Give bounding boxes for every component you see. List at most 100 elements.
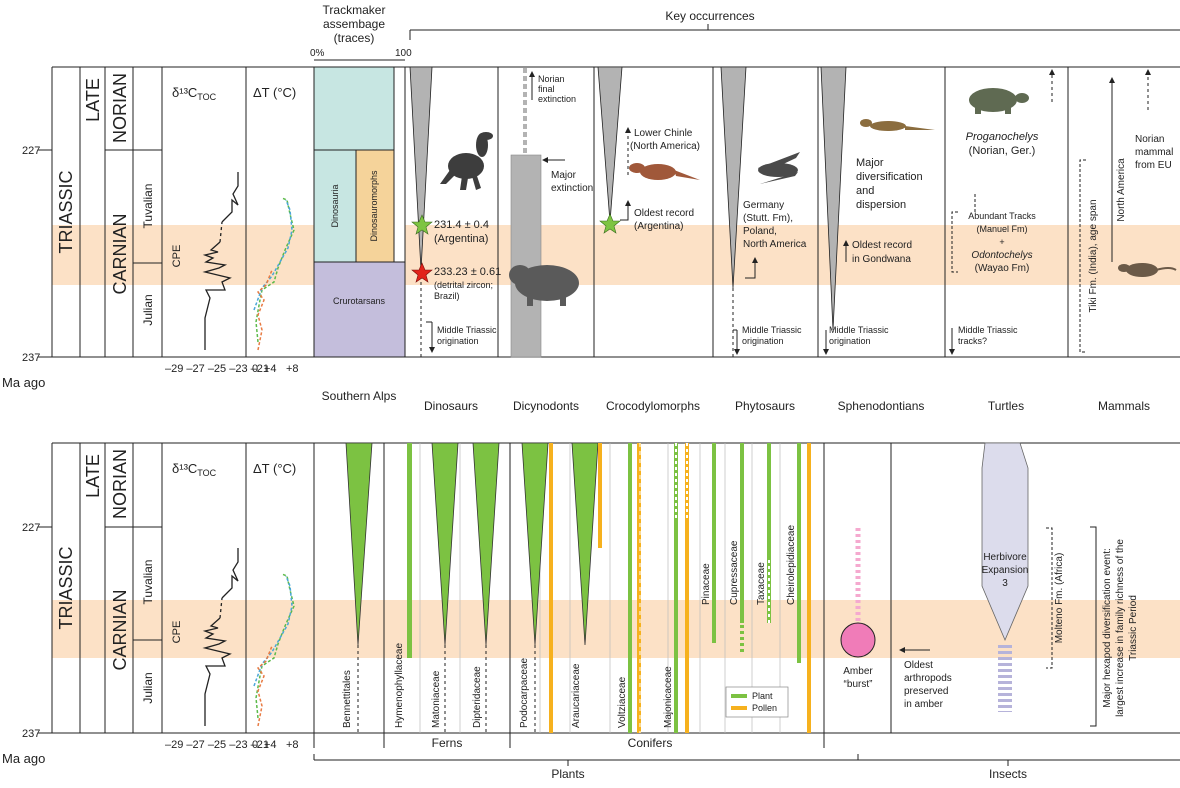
spheno-l4: dispersion: [856, 199, 906, 211]
dicy-maj-b: extinction: [551, 183, 593, 194]
legend-plant: Plant: [752, 691, 773, 701]
croc-chinle-a: Lower Chinle: [634, 128, 693, 139]
top-panel: 227 237 Ma ago TRIASSIC LATE NORIAN CARN…: [2, 3, 1180, 413]
crurotarsans-label: Crurotarsans: [333, 296, 386, 306]
col-dinosaurs: Dinosaurs: [424, 399, 478, 413]
spheno-old-b: in Gondwana: [852, 254, 911, 265]
phyto-orig-b: origination: [742, 336, 784, 346]
label-hymenophyllaceae: Hymenophyllaceae: [394, 643, 405, 728]
series-label-top: LATE: [83, 78, 103, 122]
col-turtles: Turtles: [988, 399, 1024, 413]
turtle-illustration: [969, 88, 1029, 114]
substage-tuvalian-top: Tuvalian: [141, 184, 155, 229]
dt-tick-8-bottom: +8: [286, 739, 299, 751]
dt-label-top: ΔT (°C): [253, 85, 296, 100]
substage-julian-top: Julian: [141, 294, 155, 325]
oldest-arthropods-2: arthropods: [904, 673, 952, 684]
label-voltziaceae: Voltziaceae: [617, 676, 628, 728]
molteno-label: Molteno Fm. (Africa): [1054, 553, 1065, 644]
d13c-label-bottom: δ¹³CTOC: [172, 461, 217, 478]
d13c-curve-bottom-upper: [222, 548, 238, 598]
dt-tick-0-top: 0: [252, 363, 258, 375]
amber-burst-circle: [841, 623, 875, 657]
d13c-curve-top-upper: [222, 172, 238, 222]
insects-label: Insects: [989, 767, 1027, 781]
podocarpaceae-pollen: [549, 443, 553, 733]
key-occurrences-title: Key occurrences: [665, 9, 754, 23]
system-label-top: TRIASSIC: [56, 170, 76, 253]
oldest-arthropods-1: Oldest: [904, 660, 933, 671]
croc-wedge: [598, 67, 622, 222]
series-label-bottom: LATE: [83, 454, 103, 498]
cpe-label-bottom: CPE: [171, 621, 183, 644]
label-dipteridaceae: Dipteridaceae: [472, 666, 483, 728]
dicynodont-range: [511, 155, 541, 357]
d13c-label-top: δ¹³CTOC: [172, 85, 217, 102]
label-cupressaceae: Cupressaceae: [729, 540, 740, 605]
trackmaker-title-2: assembage: [323, 17, 385, 31]
phyto-l1: Germany: [743, 200, 784, 211]
mammal-n3: from EU: [1135, 160, 1172, 171]
tick-227-top: 227: [22, 145, 40, 157]
bottom-panel: 227 237 Ma ago TRIASSIC LATE NORIAN CARN…: [2, 443, 1180, 781]
sphenodontian-illustration: [860, 119, 935, 131]
dino-rec2-a: 233.23 ± 0.61: [434, 266, 501, 278]
hexapod-1: Major hexapod diversification event:: [1102, 548, 1113, 708]
ferns-label: Ferns: [432, 736, 463, 750]
spheno-l2: diversification: [856, 171, 923, 183]
crurotarsans-box: [314, 262, 405, 357]
label-cheirolepidiaceae: Cheirolepidiaceae: [786, 525, 797, 605]
phyto-orig-a: Middle Triassic: [742, 325, 802, 335]
turtle-p2: (Norian, Ger.): [969, 145, 1036, 157]
plants-label: Plants: [551, 767, 584, 781]
dt-tick-8-top: +8: [286, 363, 299, 375]
dinosauromorphs-strip-top: [394, 67, 405, 262]
tick-237-bottom: 237: [22, 728, 40, 740]
col-crocodylomorphs: Crocodylomorphs: [606, 399, 700, 413]
spheno-old-a: Oldest record: [852, 240, 912, 251]
cupressaceae-bar: [740, 443, 744, 623]
cheirolepidiaceae-pollen: [807, 443, 811, 733]
turtle-a2: (Manuel Fm): [976, 224, 1027, 234]
stage-carnian-top: CARNIAN: [110, 213, 130, 294]
dt-tick-4-top: +4: [264, 363, 277, 375]
stage-norian-bottom: NORIAN: [110, 449, 130, 519]
turtle-a3: +: [999, 237, 1004, 247]
herbivore-1: Herbivore: [983, 552, 1027, 563]
dinosauria-label: Dinosauria: [330, 184, 340, 227]
trackmaker-title-1: Trackmaker: [323, 3, 386, 17]
stage-norian-top: NORIAN: [110, 73, 130, 143]
oldest-arthropods-4: in amber: [904, 699, 944, 710]
col-mammals: Mammals: [1098, 399, 1150, 413]
dt-tick-4-bottom: +4: [264, 739, 277, 751]
col-sphenodontians: Sphenodontians: [838, 399, 925, 413]
mammal-n1: Norian: [1135, 134, 1164, 145]
southern-alps-label: Southern Alps: [322, 389, 397, 403]
mammal-n2: mammal: [1135, 147, 1173, 158]
substage-julian-bottom: Julian: [141, 672, 155, 703]
system-label-bottom: TRIASSIC: [56, 546, 76, 629]
dt-tick-0-bottom: 0: [252, 739, 258, 751]
mammal-tiki: Tiki Fm. (India), age span: [1088, 199, 1099, 312]
label-matoniaceae: Matoniaceae: [431, 670, 442, 728]
dt-label-bottom: ΔT (°C): [253, 461, 296, 476]
label-podocarpaceae: Podocarpaceae: [519, 658, 530, 728]
conifers-label: Conifers: [628, 736, 673, 750]
label-bennettitales: Bennettitales: [342, 670, 353, 728]
tick-227-bottom: 227: [22, 522, 40, 534]
turtle-a4: Odontochelys: [971, 250, 1032, 261]
croc-chinle-b: (North America): [630, 141, 700, 152]
dino-rec1-a: 231.4 ± 0.4: [434, 219, 489, 231]
hexapod-2: largest increase in family richness of t…: [1115, 539, 1126, 717]
stage-carnian-bottom: CARNIAN: [110, 589, 130, 670]
dinosauromorphs-label: Dinosauromorphs: [369, 170, 379, 242]
plant-pollen-legend: Plant Pollen: [726, 687, 788, 717]
croc-old-a: Oldest record: [634, 208, 694, 219]
turtle-a5: (Wayao Fm): [975, 263, 1030, 274]
label-taxaceae: Taxaceae: [756, 562, 767, 605]
spheno-l3: and: [856, 185, 874, 197]
tick-237-top: 237: [22, 352, 40, 364]
amber-label-1: Amber: [843, 666, 873, 677]
herbivore-3: 3: [1002, 578, 1008, 589]
